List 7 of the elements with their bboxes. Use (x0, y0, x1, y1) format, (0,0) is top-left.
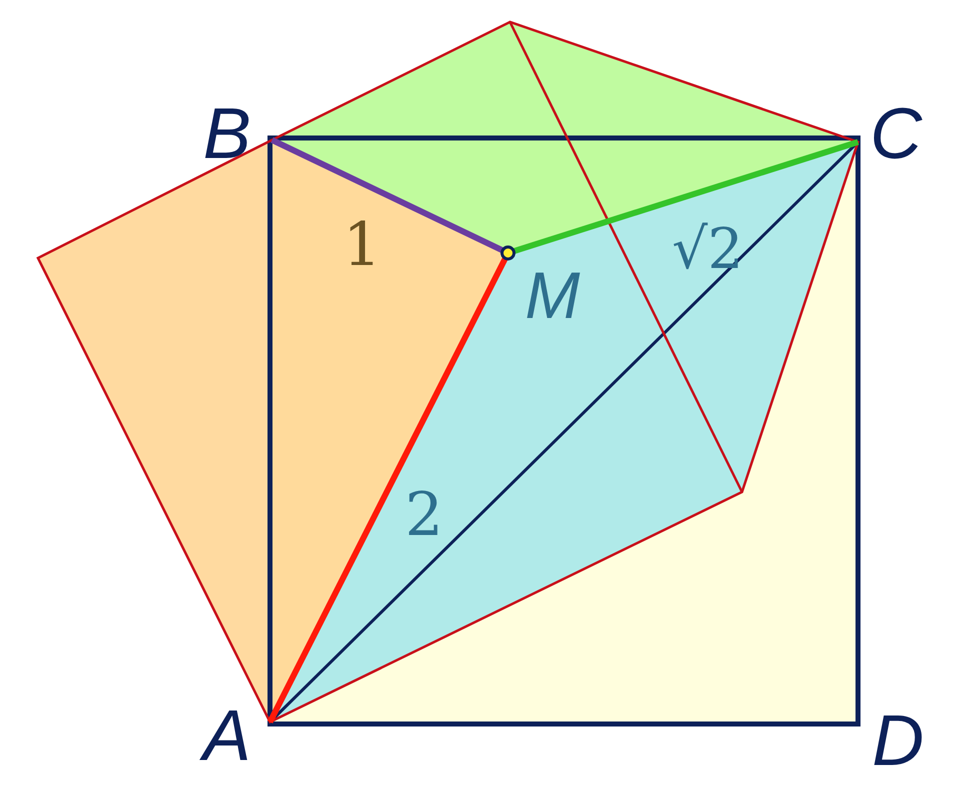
point-label: B (203, 98, 252, 170)
length-label: 2 (405, 485, 444, 545)
point-label: C (870, 98, 922, 170)
point-label: D (872, 705, 924, 777)
point-label: M (525, 262, 580, 328)
length-label: 1 (343, 215, 382, 275)
length-label: √2 (672, 222, 744, 278)
